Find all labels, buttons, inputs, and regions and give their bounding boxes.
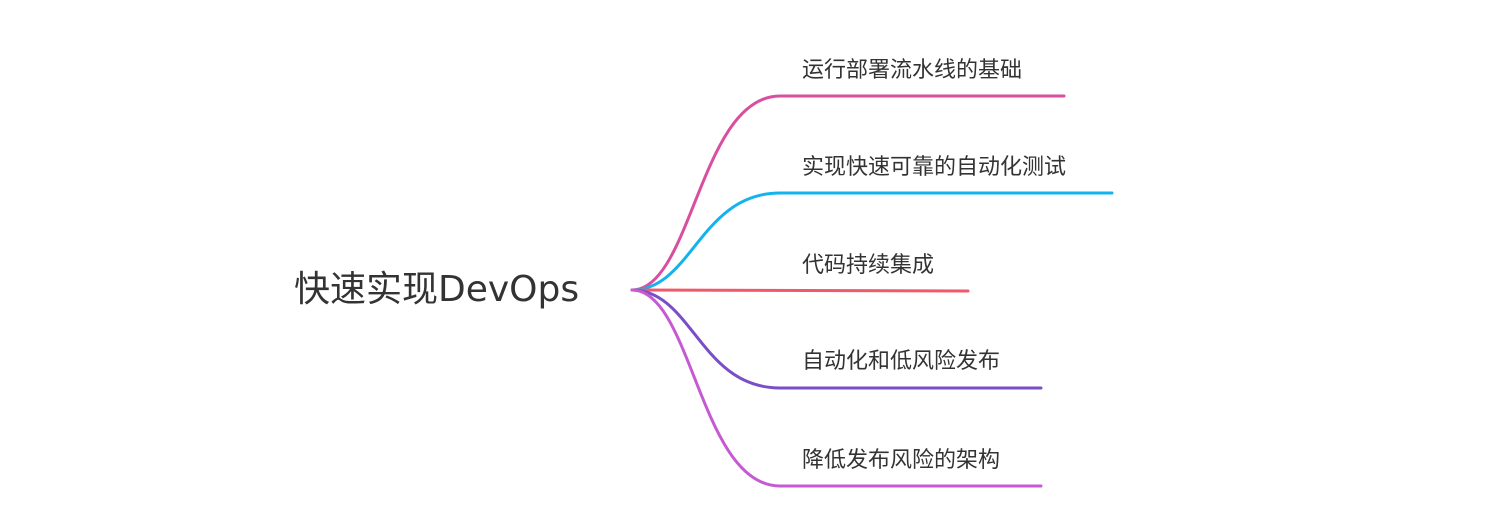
branch-label-release-risk-architecture[interactable]: 降低发布风险的架构 <box>802 448 1001 473</box>
branch-line-release-risk-architecture <box>630 288 1043 488</box>
branch-line-automated-testing <box>630 191 1114 292</box>
branch-line-deployment-pipeline <box>630 94 1066 292</box>
branch-lines <box>630 94 1114 488</box>
root-node-label[interactable]: 快速实现DevOps <box>294 269 580 310</box>
branch-line-continuous-integration <box>630 288 970 293</box>
branch-label-low-risk-release[interactable]: 自动化和低风险发布 <box>802 349 1001 374</box>
branch-label-deployment-pipeline[interactable]: 运行部署流水线的基础 <box>802 58 1023 83</box>
branch-label-continuous-integration[interactable]: 代码持续集成 <box>802 253 935 278</box>
branch-label-automated-testing[interactable]: 实现快速可靠的自动化测试 <box>802 155 1067 180</box>
branch-line-low-risk-release <box>630 288 1043 390</box>
